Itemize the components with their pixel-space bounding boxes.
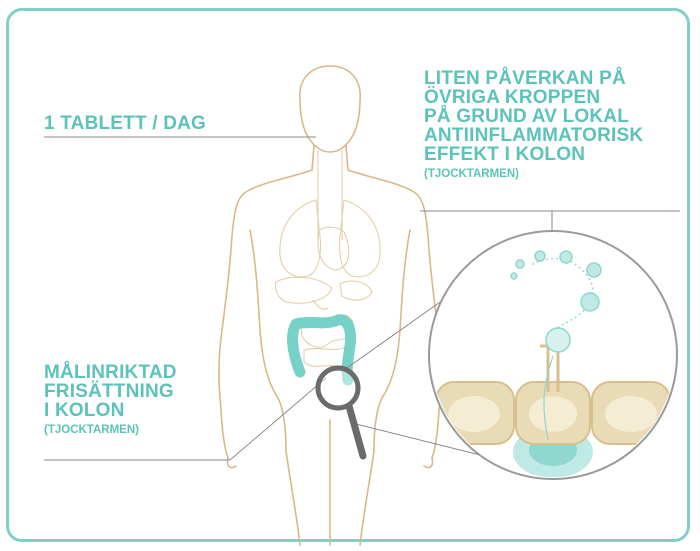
effect-label: LITEN PÅVERKAN PÅ ÖVRIGA KROPPEN PÅ GRUN… <box>424 69 643 181</box>
human-body-outline <box>219 66 441 545</box>
effect-line-3: PÅ GRUND AV LOKAL <box>424 107 643 126</box>
effect-line-2: ÖVRIGA KROPPEN <box>424 88 643 107</box>
zoom-circle <box>429 231 677 479</box>
release-line-1: MÅLINRIKTAD <box>44 363 177 382</box>
release-line-3: I KOLON <box>44 401 177 420</box>
magnifier-icon <box>318 368 363 456</box>
release-label: MÅLINRIKTAD FRISÄTTNING I KOLON (TJOCKTA… <box>44 363 177 437</box>
effect-note: (TJOCKTARMEN) <box>424 169 643 181</box>
dose-label: 1 TABLETT / DAG <box>44 114 206 133</box>
effect-line-4: ANTIINFLAMMATORISK <box>424 126 643 145</box>
effect-line-5: EFFEKT I KOLON <box>424 145 643 164</box>
release-note: (TJOCKTARMEN) <box>44 425 177 437</box>
effect-line-1: LITEN PÅVERKAN PÅ <box>424 69 643 88</box>
release-line-2: FRISÄTTNING <box>44 382 177 401</box>
dose-text: 1 TABLETT / DAG <box>44 114 206 133</box>
